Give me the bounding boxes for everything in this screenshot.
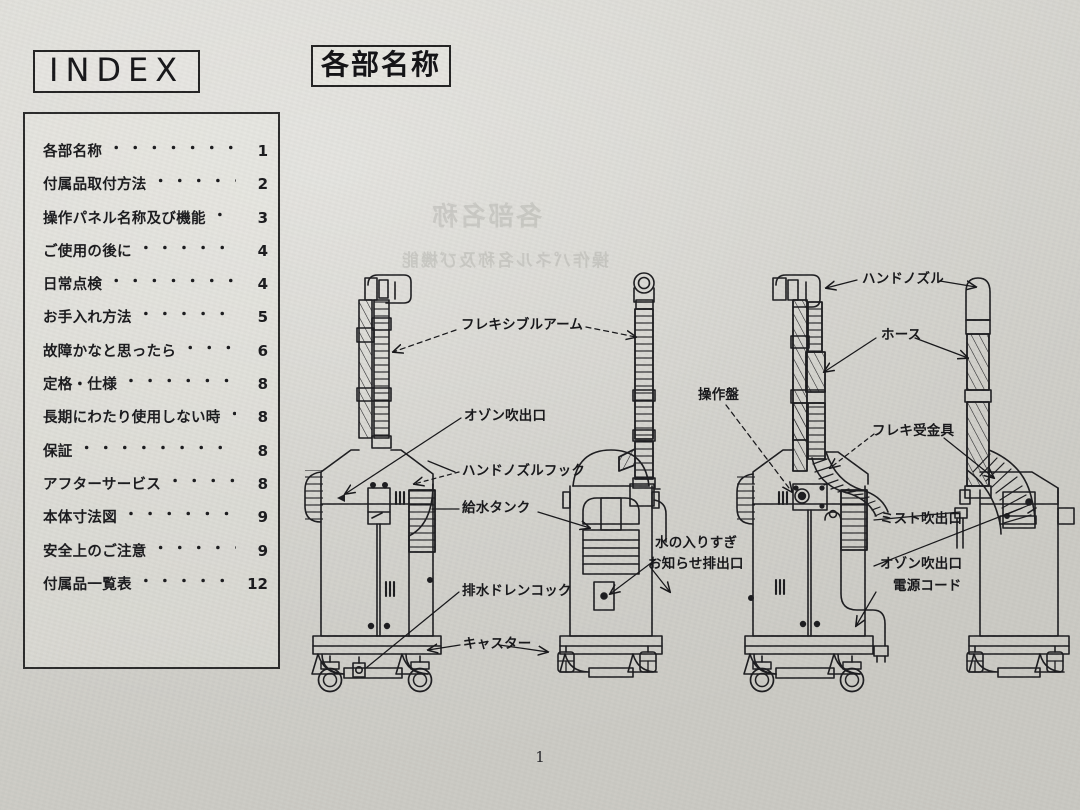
index-item-page: 5	[257, 308, 268, 327]
index-item-page: 2	[257, 175, 268, 194]
machine-side-view-hose	[736, 274, 889, 693]
index-item-label: 付属品取付方法	[43, 177, 147, 194]
index-item[interactable]: ご使用の後に ・・・・・・・・・・・・・・・・・・・・ 4	[43, 240, 268, 273]
index-item-page: 1	[257, 142, 268, 160]
leader-dots: ・・・・・・・・・・・・・・・・・・・・	[109, 274, 236, 291]
page-number: 1	[535, 748, 545, 766]
leader-dots: ・・・・・・・・・・・・・・・・・・・・	[138, 573, 236, 590]
callout-caster: キャスター	[463, 636, 532, 652]
index-item[interactable]: アフターサービス ・・・・・・・・・・・・・・・・・・・・ 8	[43, 473, 268, 506]
index-item-label: 付属品一覧表	[43, 576, 132, 593]
index-item[interactable]: 付属品取付方法 ・・・・・・・・・・・・・・・・・・・・ 2	[43, 173, 268, 206]
callout-ozone-outlet-right: オゾン吹出口	[880, 556, 963, 572]
callout-flexible-arm: フレキシブルアーム	[461, 317, 584, 333]
leader-dots: ・・・・・・・・・・・・・・・・・・・・	[109, 141, 236, 157]
index-item[interactable]: 定格・仕様 ・・・・・・・・・・・・・・・・・・・・ 8	[43, 373, 268, 406]
index-item-label: 本体寸法図	[43, 510, 117, 527]
index-item-label: 保証	[43, 443, 73, 460]
index-heading: INDEX	[33, 50, 201, 93]
callout-control-panel: 操作盤	[698, 387, 740, 403]
callout-hose: ホース	[881, 327, 922, 343]
leader-dots: ・・・・・・・・・・・・・・・・・・・・	[168, 473, 236, 490]
index-item-page: 6	[257, 341, 268, 360]
index-list: 各部名称 ・・・・・・・・・・・・・・・・・・・・ 1 付属品取付方法 ・・・・…	[43, 140, 268, 606]
page-title-label: 各部名称	[321, 48, 442, 81]
callout-overflow-line1: 水の入りすぎ	[655, 535, 738, 551]
index-item-label: お手入れ方法	[43, 310, 132, 327]
index-item-page: 8	[257, 375, 268, 394]
callout-flex-bracket: フレキ受金具	[872, 423, 955, 439]
index-item-label: ご使用の後に	[43, 243, 132, 260]
callout-drain-cock: 排水ドレンコック	[462, 583, 572, 599]
leader-dots: ・・・・・・・・・・・・・・・・・・・・	[212, 207, 236, 224]
machine-front-view	[557, 272, 667, 678]
index-item-label: 長期にわたり使用しない時	[43, 410, 221, 427]
index-item-page: 3	[257, 208, 268, 227]
callout-ozone-outlet-left: オゾン吹出口	[464, 408, 547, 424]
index-item[interactable]: お手入れ方法 ・・・・・・・・・・・・・・・・・・・・ 5	[43, 306, 268, 339]
index-item[interactable]: 本体寸法図 ・・・・・・・・・・・・・・・・・・・・ 9	[43, 506, 268, 539]
index-item-page: 8	[257, 408, 268, 427]
machine-right-view	[954, 277, 1075, 678]
callout-hand-nozzle-hook: ハンドノズルフック	[462, 463, 586, 479]
index-item-label: 日常点検	[43, 277, 103, 294]
leader-dots: ・・・・・・・・・・・・・・・・・・・・	[79, 440, 236, 457]
leader-dots: ・・・・・・・・・・・・・・・・・・・・	[228, 404, 236, 424]
index-item[interactable]: 長期にわたり使用しない時 ・・・・・・・・・・・・・・・・・・・・ 8	[43, 406, 268, 439]
index-item[interactable]: 付属品一覧表 ・・・・・・・・・・・・・・・・・・・・ 12	[43, 573, 268, 606]
leader-dots: ・・・・・・・・・・・・・・・・・・・・	[183, 340, 236, 357]
callout-power-cord: 電源コード	[893, 578, 962, 594]
index-item-label: アフターサービス	[43, 476, 162, 493]
leader-dots: ・・・・・・・・・・・・・・・・・・・・	[138, 307, 236, 324]
index-item-label: 故障かなと思ったら	[43, 343, 177, 360]
index-list-box: 各部名称 ・・・・・・・・・・・・・・・・・・・・ 1 付属品取付方法 ・・・・…	[23, 112, 280, 669]
machine-side-view-left	[304, 274, 442, 693]
index-item[interactable]: 保証 ・・・・・・・・・・・・・・・・・・・・ 8	[43, 440, 268, 473]
index-item[interactable]: 安全上のご注意 ・・・・・・・・・・・・・・・・・・・・ 9	[43, 540, 268, 573]
index-item-page: 9	[257, 541, 268, 560]
index-item[interactable]: 日常点検 ・・・・・・・・・・・・・・・・・・・・ 4	[43, 273, 268, 306]
index-item-page: 4	[257, 241, 268, 260]
callout-overflow-line2: お知らせ排出口	[648, 556, 744, 572]
index-item[interactable]: 操作パネル名称及び機能 ・・・・・・・・・・・・・・・・・・・・ 3	[43, 207, 268, 240]
leader-lines	[345, 279, 1023, 669]
leader-dots: ・・・・・・・・・・・・・・・・・・・・	[138, 240, 236, 257]
index-heading-label: INDEX	[49, 51, 185, 89]
index-item-label: 各部名称	[43, 144, 103, 160]
index-item-page: 9	[257, 508, 268, 527]
leader-dots: ・・・・・・・・・・・・・・・・・・・・	[124, 374, 236, 391]
callout-hand-nozzle: ハンドノズル	[862, 271, 944, 287]
callout-water-tank: 給水タンク	[462, 500, 531, 516]
leader-dots: ・・・・・・・・・・・・・・・・・・・・	[153, 174, 236, 191]
leader-dots: ・・・・・・・・・・・・・・・・・・・・	[124, 507, 236, 524]
leader-dots: ・・・・・・・・・・・・・・・・・・・・	[153, 540, 236, 557]
callout-mist-outlet: ミスト吹出口	[880, 511, 963, 527]
index-item-page: 8	[257, 441, 268, 460]
index-item-label: 安全上のご注意	[43, 543, 147, 560]
index-item-label: 操作パネル名称及び機能	[43, 210, 206, 227]
index-item[interactable]: 故障かなと思ったら ・・・・・・・・・・・・・・・・・・・・ 6	[43, 340, 268, 373]
index-item-page: 8	[257, 474, 268, 493]
index-item-page: 12	[247, 574, 268, 593]
index-item-page: 4	[257, 275, 268, 294]
page-title: 各部名称	[311, 45, 452, 87]
index-item[interactable]: 各部名称 ・・・・・・・・・・・・・・・・・・・・ 1	[43, 140, 268, 173]
index-item-label: 定格・仕様	[43, 377, 117, 394]
